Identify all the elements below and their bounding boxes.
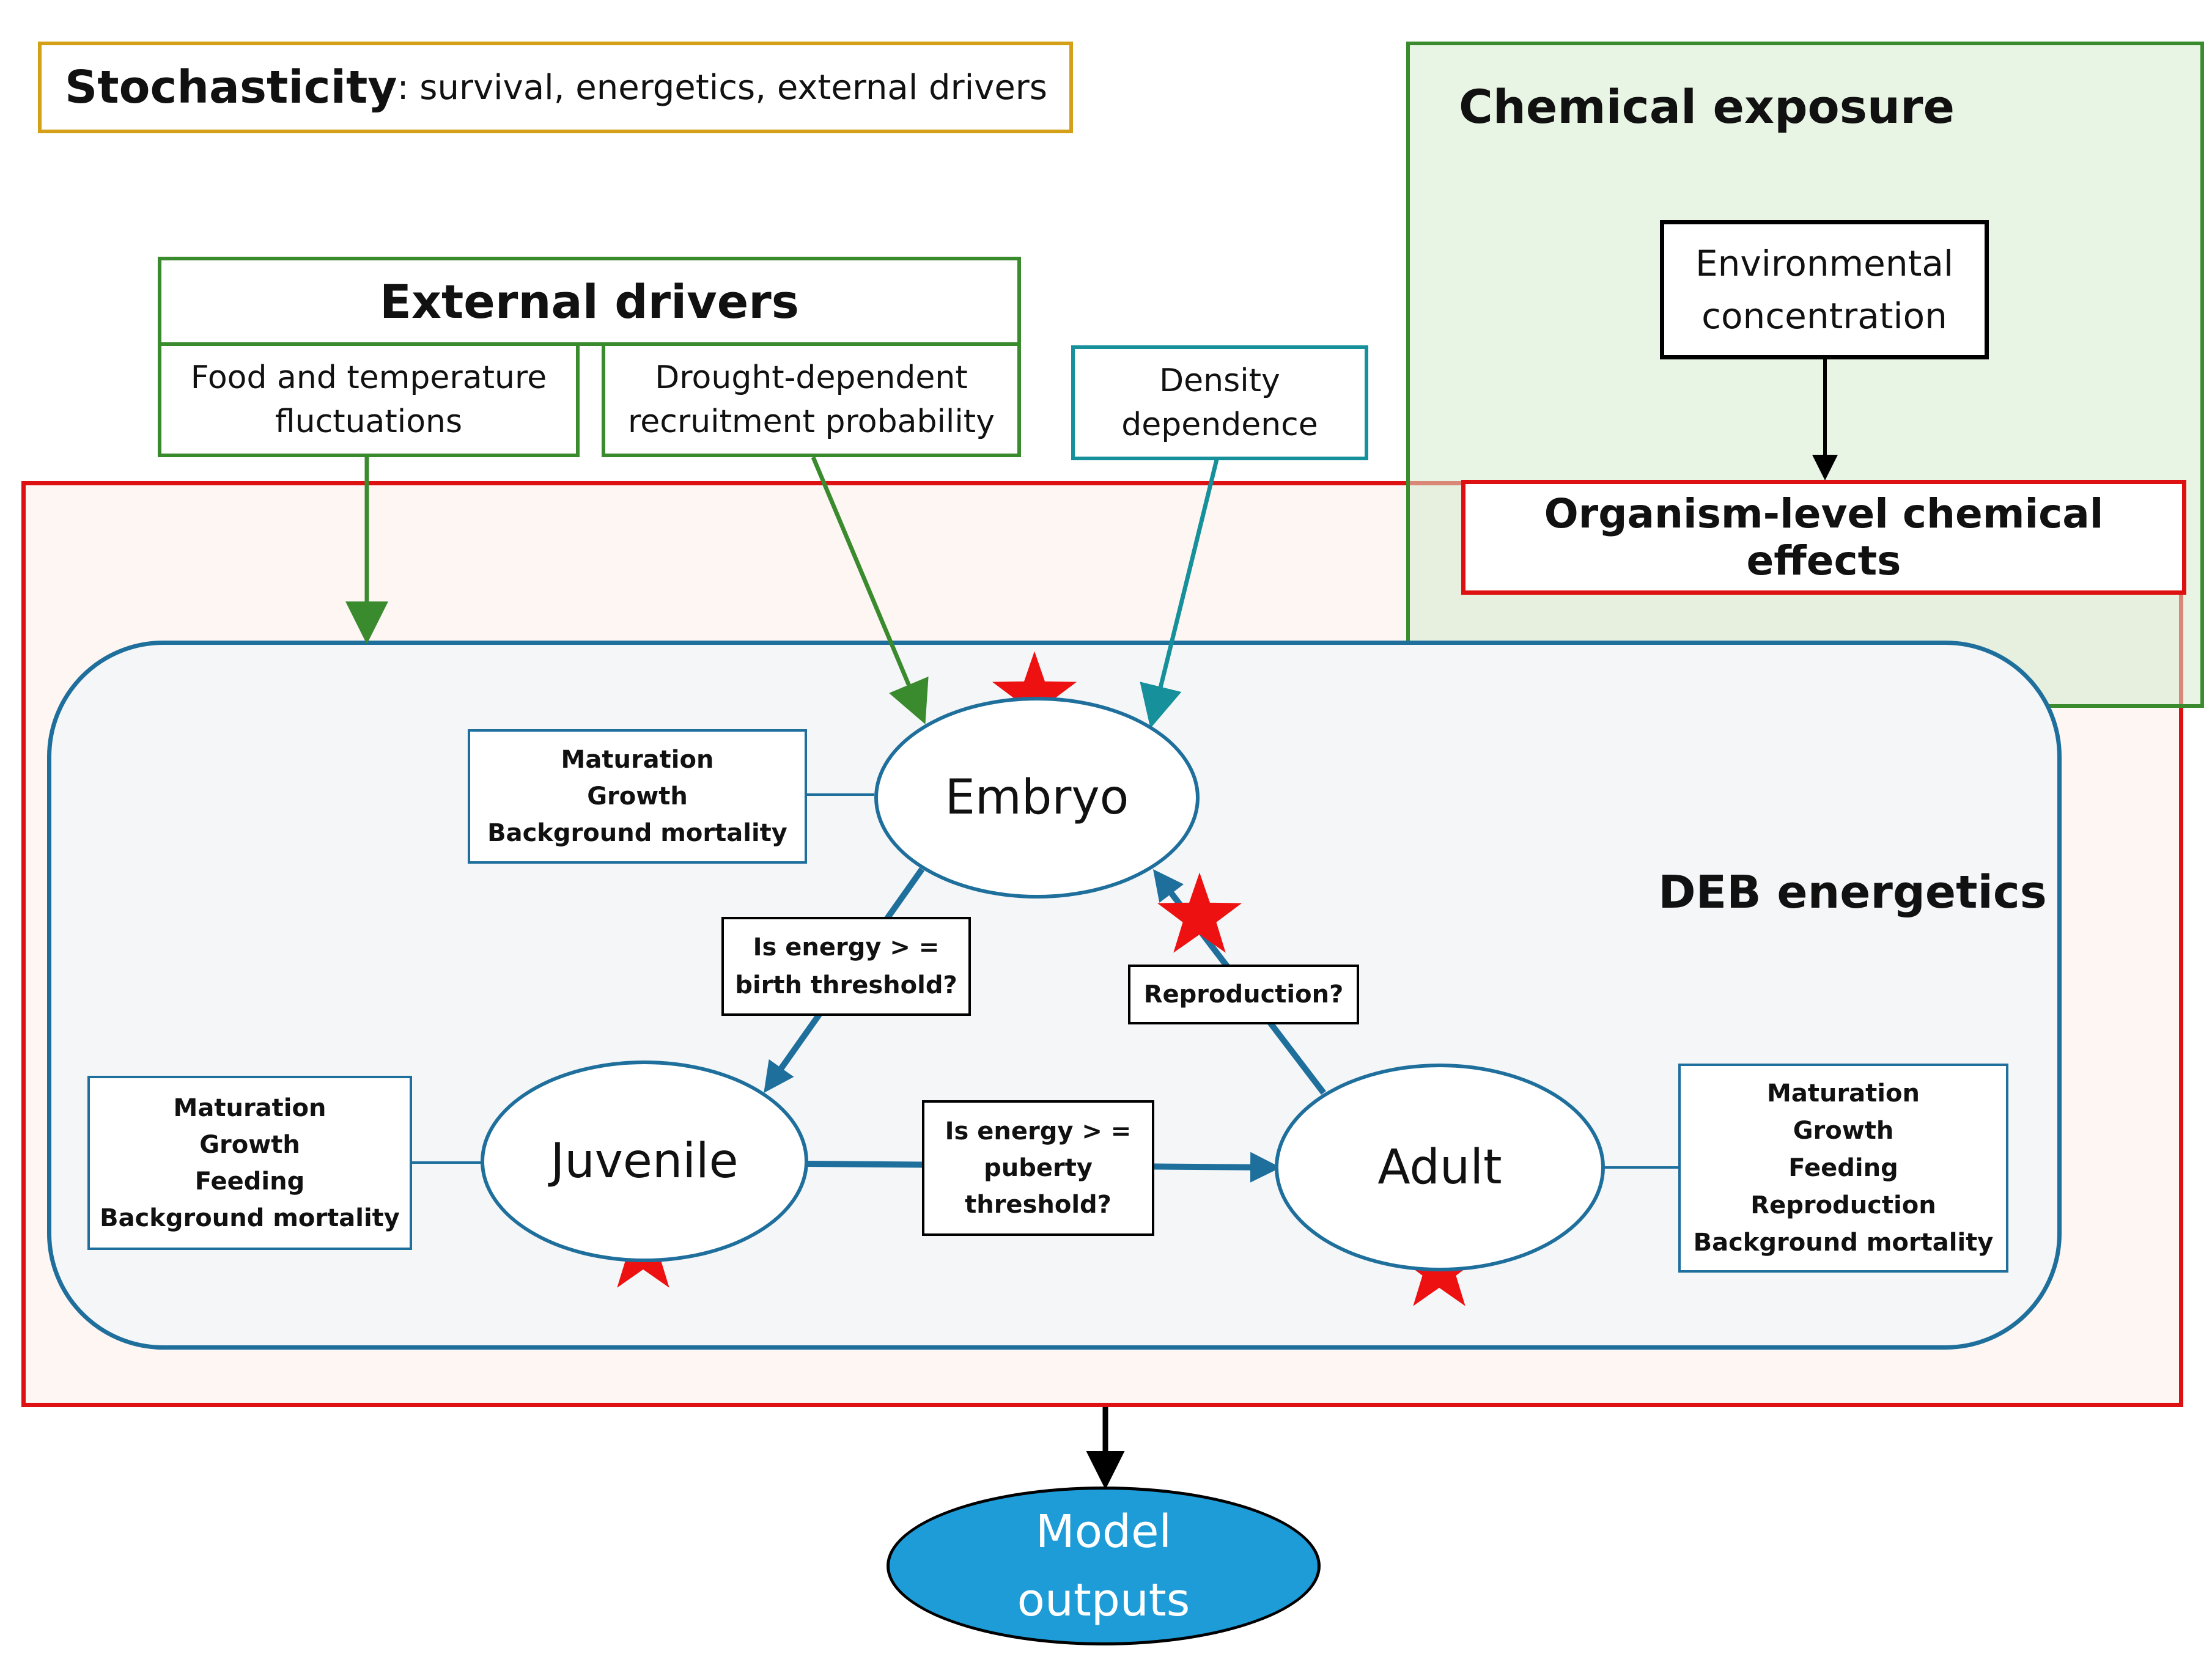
birth-threshold-line-2: birth threshold? [735,971,957,999]
organism-effects-label: Organism-level chemical effects [1544,490,2104,584]
process-item: Growth [1793,1116,1894,1145]
drought-box: Drought-dependent recruitment probabilit… [602,342,1021,457]
juvenile-processes-box: Maturation Growth Feeding Background mor… [87,1076,412,1250]
drought-line-2: recruitment probability [628,403,995,440]
deb-energetics-label: DEB energetics [1658,866,2047,919]
external-drivers-title: External drivers [380,274,799,329]
birth-threshold-line-1: Is energy > = [753,933,940,961]
adult-stage-node: Adult [1275,1064,1605,1271]
chemical-exposure-title: Chemical exposure [1459,79,1955,134]
puberty-threshold-line-1: Is energy > = [945,1117,1132,1145]
stochasticity-text: : survival, energetics, external drivers [397,67,1047,108]
puberty-threshold-line-3: threshold? [965,1191,1112,1219]
birth-threshold-box: Is energy > = birth threshold? [721,917,971,1016]
reproduction-box: Reproduction? [1128,965,1359,1024]
embryo-stage-node: Embryo [874,697,1200,899]
puberty-threshold-box: Is energy > = puberty threshold? [922,1100,1154,1236]
model-outputs-line-1: Model [1035,1505,1172,1558]
process-item: Reproduction [1750,1191,1936,1219]
reproduction-star-icon [1157,872,1242,953]
drought-line-1: Drought-dependent [655,359,968,396]
chemical-exposure-region: Chemical exposure [1406,42,2204,708]
adult-processes-box: Maturation Growth Feeding Reproduction B… [1678,1064,2008,1273]
process-item: Maturation [173,1093,326,1122]
process-item: Growth [199,1130,300,1159]
process-item: Feeding [1788,1153,1898,1182]
food-temp-line-1: Food and temperature [190,359,547,396]
juvenile-label: Juvenile [550,1134,739,1189]
process-item: Maturation [561,746,714,774]
food-temp-box: Food and temperature fluctuations [158,342,580,457]
density-dependence-box: Density dependence [1071,345,1368,460]
adult-label: Adult [1377,1140,1502,1195]
stochasticity-box: Stochasticity : survival, energetics, ex… [38,42,1073,133]
env-concentration-line-2: concentration [1701,295,1947,337]
external-drivers-header: External drivers [158,257,1021,346]
process-item: Background mortality [100,1204,400,1232]
food-temp-line-2: fluctuations [275,403,463,440]
process-item: Growth [587,782,688,810]
process-item: Background mortality [487,819,787,847]
puberty-threshold-line-2: puberty [984,1154,1093,1182]
stochasticity-title: Stochasticity [65,61,397,114]
organism-effects-box: Organism-level chemical effects [1461,480,2186,595]
juvenile-stage-node: Juvenile [481,1060,808,1262]
density-line-2: dependence [1121,406,1318,443]
density-line-1: Density [1159,362,1280,399]
process-item: Maturation [1767,1079,1920,1108]
model-outputs-node: Model outputs [887,1487,1321,1645]
embryo-label: Embryo [945,770,1129,825]
model-outputs-line-2: outputs [1017,1574,1190,1626]
drought-arrow [811,456,929,724]
reproduction-label: Reproduction? [1143,980,1344,1009]
env-concentration-line-1: Environmental [1695,243,1953,284]
environmental-concentration-box: Environmental concentration [1660,220,1989,359]
process-item: Feeding [194,1167,305,1196]
process-item: Background mortality [1693,1228,1994,1257]
density-arrow [1140,459,1219,729]
embryo-processes-box: Maturation Growth Background mortality [468,729,807,864]
